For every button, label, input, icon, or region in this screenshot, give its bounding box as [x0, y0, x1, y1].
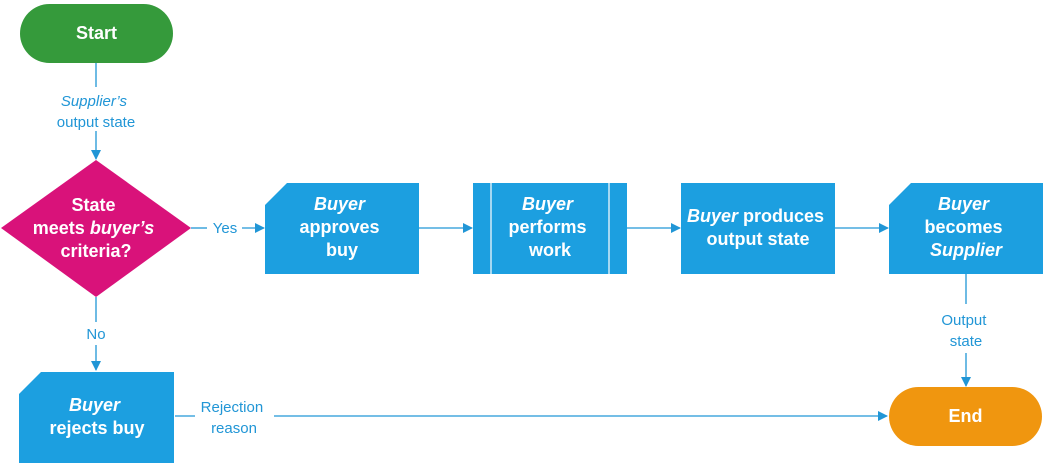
no-label: No	[86, 326, 105, 343]
performs-line-2: performs	[508, 217, 586, 237]
end-label: End	[949, 406, 983, 426]
decision-line-2: meets buyer’s	[33, 218, 154, 238]
rejection-reason-line-1: Rejection	[201, 399, 264, 416]
produces-label: Buyer produces output state	[687, 206, 829, 249]
rejection-reason-label: Rejection reason	[201, 399, 268, 437]
performs-line-1: Buyer	[522, 194, 574, 214]
performs-node: Buyer performs work	[473, 183, 627, 274]
approves-label: Buyer approves buy	[299, 194, 384, 260]
decision-shape	[1, 160, 191, 297]
approves-node: Buyer approves buy	[265, 183, 419, 274]
approves-line-3: buy	[326, 240, 358, 260]
rejects-shape	[19, 372, 174, 463]
connectors	[91, 63, 971, 421]
decision-node: State meets buyer’s criteria?	[1, 160, 191, 297]
yes-label: Yes	[213, 220, 237, 237]
output-state-line-1: Output	[941, 312, 987, 329]
decision-line-2-b: buyer’s	[90, 218, 154, 238]
start-label: Start	[76, 23, 117, 43]
performs-shape	[473, 183, 627, 274]
rejects-label: Buyer rejects buy	[49, 395, 144, 438]
becomes-line-2: becomes	[924, 217, 1002, 237]
rejects-line-2: rejects buy	[49, 418, 144, 438]
decision-line-2-a: meets	[33, 218, 90, 238]
produces-node: Buyer produces output state	[681, 183, 835, 274]
approves-line-1: Buyer	[314, 194, 366, 214]
approves-shape	[265, 183, 419, 274]
end-node: End	[889, 387, 1042, 446]
decision-line-3: criteria?	[60, 241, 131, 261]
rejects-line-1: Buyer	[69, 395, 121, 415]
becomes-line-3: Supplier	[930, 240, 1003, 260]
produces-line-1-b: produces	[738, 206, 824, 226]
rejection-reason-line-2: reason	[211, 420, 257, 437]
supplier-output-label: Supplier’s output state	[57, 93, 135, 131]
approves-line-2: approves	[299, 217, 379, 237]
start-shape	[20, 4, 173, 63]
produces-shape	[681, 183, 835, 274]
output-state-line-2: state	[950, 333, 983, 350]
produces-line-1: Buyer produces	[687, 206, 824, 226]
decision-label: State meets buyer’s criteria?	[33, 195, 159, 261]
supplier-output-line-1: Supplier’s	[61, 93, 128, 110]
becomes-line-1: Buyer	[938, 194, 990, 214]
becomes-node: Buyer becomes Supplier	[889, 183, 1043, 274]
becomes-shape	[889, 183, 1043, 274]
end-shape	[889, 387, 1042, 446]
start-node: Start	[20, 4, 173, 63]
performs-line-3: work	[528, 240, 572, 260]
produces-line-2: output state	[707, 229, 810, 249]
supplier-output-line-2: output state	[57, 114, 135, 131]
performs-label: Buyer performs work	[508, 194, 591, 260]
produces-line-1-a: Buyer	[687, 206, 739, 226]
rejects-node: Buyer rejects buy	[19, 372, 174, 463]
becomes-label: Buyer becomes Supplier	[924, 194, 1007, 260]
decision-line-1: State	[71, 195, 115, 215]
output-state-label: Output state	[941, 312, 990, 350]
